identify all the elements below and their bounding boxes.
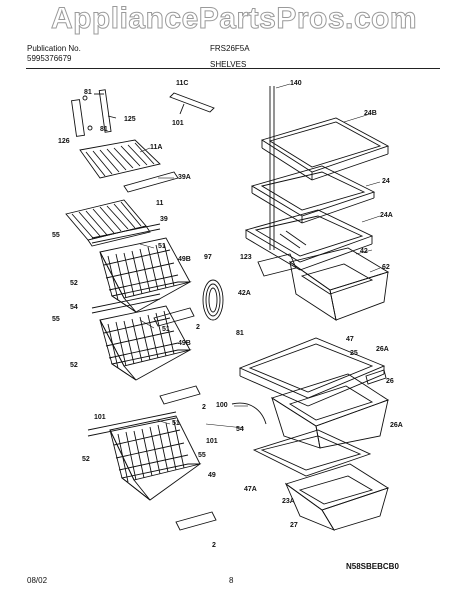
callout-39a: 39A: [178, 174, 191, 181]
wire-shelf-11: [65, 199, 151, 247]
callout-81: 81: [84, 89, 92, 96]
callout-47a: 47A: [244, 486, 257, 493]
callout-47: 47: [346, 336, 354, 343]
callout-11: 11: [156, 200, 164, 207]
drawer-slide-100: [231, 402, 267, 425]
model-number: FRS26F5A: [210, 44, 250, 53]
glass-shelf-24b: [260, 117, 390, 181]
callout-101: 101: [206, 438, 218, 445]
callout-52: 52: [70, 280, 78, 287]
callout-49b: 49B: [178, 256, 191, 263]
callout-101: 101: [172, 120, 184, 127]
callout-51: 51: [172, 420, 180, 427]
callout-27: 27: [290, 522, 298, 529]
callout-11c: 11C: [176, 80, 189, 87]
callout-26: 26: [386, 378, 394, 385]
wire-basket-49b-lower: [91, 293, 201, 405]
callout-126: 126: [58, 138, 70, 145]
callout-49b: 49B: [178, 340, 191, 347]
spring-97: [202, 279, 224, 321]
shelf-bracket: [71, 89, 117, 137]
callout-23a: 23A: [282, 498, 295, 505]
callout-11a: 11A: [150, 144, 163, 151]
page-number: 8: [229, 576, 234, 585]
callout-54: 54: [236, 426, 244, 433]
watermark: AppliancePartsPros.com: [50, 2, 418, 36]
crisper-cover-47a: [252, 429, 372, 477]
callout-52: 52: [82, 456, 90, 463]
callout-97: 97: [204, 254, 212, 261]
callout-24: 24: [382, 178, 390, 185]
callout-24b: 24B: [364, 110, 377, 117]
diagram-code: N58SBEBCB0: [346, 562, 399, 571]
callout-2: 2: [196, 324, 200, 331]
callout-140: 140: [290, 80, 302, 87]
deli-drawer-62: [257, 247, 390, 321]
glass-shelf-24a: [244, 209, 374, 271]
callout-24a: 24A: [380, 212, 393, 219]
publication-label: Publication No.: [27, 44, 81, 53]
crisper-drawer-26: [270, 369, 390, 449]
callout-51: 51: [158, 243, 166, 250]
callout-25: 25: [350, 350, 358, 357]
glass-shelf-24: [250, 165, 376, 224]
callout-49: 49: [208, 472, 216, 479]
shelf-trim-39a: [123, 171, 179, 193]
callout-26a: 26A: [390, 422, 403, 429]
wire-basket-49: [87, 411, 217, 531]
callout-42a: 42A: [238, 290, 251, 297]
footer-date: 08/02: [27, 576, 48, 585]
callout-81: 81: [236, 330, 244, 337]
callout-101: 101: [94, 414, 106, 421]
crisper-drawer-27: [284, 463, 390, 531]
callout-52: 52: [70, 362, 78, 369]
callout-55: 55: [198, 452, 206, 459]
callout-123: 123: [240, 254, 252, 261]
callout-leaders: [139, 83, 381, 429]
callout-51: 51: [162, 326, 170, 333]
callout-55: 55: [52, 232, 60, 239]
wire-shelf-11a: [79, 139, 161, 179]
callout-54: 54: [70, 304, 78, 311]
callout-2: 2: [212, 542, 216, 549]
callout-81: 81: [100, 126, 108, 133]
callout-55: 55: [52, 316, 60, 323]
callout-39: 39: [160, 216, 168, 223]
publication-number: 5995376679: [27, 54, 72, 63]
shelf-rail-11c: [169, 92, 215, 115]
callout-26a: 26A: [376, 346, 389, 353]
callout-125: 125: [124, 116, 136, 123]
crisper-cover-47: [238, 337, 386, 407]
callout-62: 62: [382, 264, 390, 271]
callout-2: 2: [202, 404, 206, 411]
wire-basket-49b-upper: [91, 223, 195, 327]
header-rule: [26, 68, 440, 69]
callout-100: 100: [216, 402, 228, 409]
section-title: SHELVES: [210, 60, 247, 69]
callout-42: 42: [360, 248, 368, 255]
